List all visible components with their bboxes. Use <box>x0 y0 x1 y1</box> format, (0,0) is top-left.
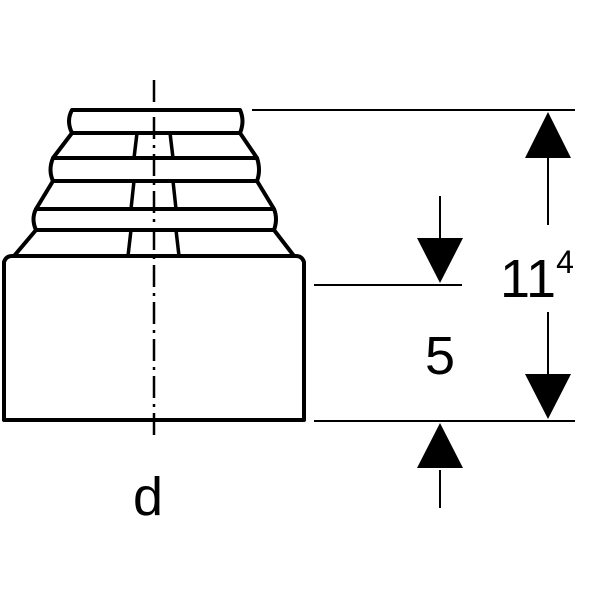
overall-height-superscript: 4 <box>556 244 574 280</box>
arrow-down-icon <box>417 238 463 283</box>
base-height-label: 5 <box>425 326 455 386</box>
arrow-up-icon <box>525 112 571 158</box>
arrow-up-icon <box>417 423 463 468</box>
overall-height-value: 11 <box>500 249 556 309</box>
svg-text:114: 114 <box>500 244 574 309</box>
inner-ribs <box>126 132 181 257</box>
step-1-band <box>67 108 245 135</box>
extension-lines <box>252 109 575 422</box>
overall-height-dimension: 114 <box>500 112 574 419</box>
base-height-dimension: 5 <box>417 196 463 508</box>
arrow-down-icon <box>525 374 571 419</box>
diameter-label: d <box>133 467 163 527</box>
